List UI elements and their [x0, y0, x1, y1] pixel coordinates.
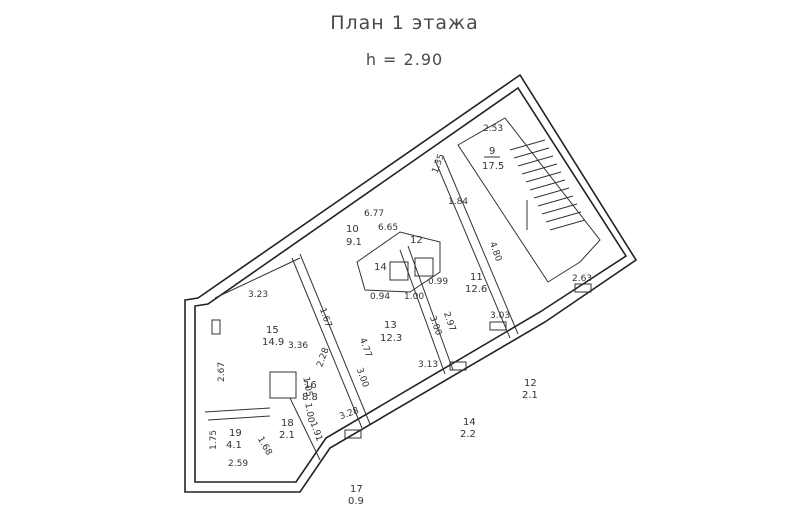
dim-label: 1.00 [404, 292, 424, 302]
partitions [204, 155, 519, 461]
outer-wall [184, 73, 638, 493]
staircase-block [457, 117, 601, 283]
dim-label: 3.00 [354, 367, 370, 390]
dim-label: 2.59 [228, 459, 248, 469]
fixture-box-3 [269, 371, 297, 399]
room-10-number: 10 [346, 224, 359, 235]
fixture-box-1 [389, 261, 409, 281]
windows [211, 283, 592, 439]
room-12a-number: 12 [410, 235, 423, 246]
room-17-area: 0.9 [348, 496, 364, 507]
dim-label: 2.53 [483, 124, 503, 134]
dim-label: 1.84 [448, 197, 468, 207]
dim-label: 4.77 [357, 337, 373, 359]
inner-wall [194, 86, 628, 483]
dim-label: 1.75 [209, 430, 219, 450]
room-labels: 9 17.5 10 9.1 11 12.6 12 12 2.1 13 12.3 … [226, 146, 538, 507]
room-13-area: 12.3 [380, 333, 402, 344]
dim-label: 4.80 [487, 241, 503, 264]
room-16-area: 8.8 [302, 392, 318, 403]
fixture-box-2 [414, 257, 434, 277]
dim-label: 2.97 [441, 311, 457, 333]
dim-label: 3.36 [288, 341, 308, 351]
dim-label: 3.03 [490, 311, 510, 321]
room-14-number: 14 [463, 417, 476, 428]
room-18-area: 2.1 [279, 430, 295, 441]
room-9-number: 9 [489, 146, 495, 157]
dimension-labels: 2.53 1.35 1.84 6.77 6.65 4.80 2.63 3.23 … [209, 124, 592, 469]
dim-label: 2.67 [217, 362, 227, 382]
dim-label: 2.63 [572, 274, 592, 284]
room-11-area: 12.6 [465, 284, 487, 295]
ceiling-height-label: h = 2.90 [365, 50, 444, 69]
staircase-steps [509, 139, 586, 231]
room-10-area: 9.1 [346, 237, 362, 248]
dim-label: 0.99 [428, 277, 448, 287]
plan-title: План 1 этажа [330, 12, 479, 34]
dim-label: 2.28 [315, 346, 331, 369]
room-12-area: 2.1 [522, 390, 538, 401]
room-18-number: 18 [281, 418, 294, 429]
utility-block [356, 231, 441, 293]
dim-label: 1.00 [302, 402, 315, 424]
room-9-area: 17.5 [482, 161, 504, 172]
room-14-area: 2.2 [460, 429, 476, 440]
room-16-number: 16 [304, 380, 317, 391]
dim-label: 1.05 [300, 376, 313, 397]
dim-label: 1.68 [255, 435, 274, 458]
dim-label: 6.77 [364, 209, 384, 219]
room-15-area: 14.9 [262, 337, 284, 348]
room-17-number: 17 [350, 484, 363, 495]
dim-label: 3.23 [248, 290, 268, 300]
dim-label: 6.65 [378, 223, 398, 233]
dim-label: 3.13 [418, 360, 438, 370]
room-13-number: 13 [384, 320, 397, 331]
dim-label: 1.35 [431, 153, 447, 175]
room-15-number: 15 [266, 325, 279, 336]
dim-label: 3.00 [427, 315, 443, 338]
room-14a-number: 14 [374, 262, 387, 273]
room-19-area: 4.1 [226, 440, 242, 451]
room-12-number: 12 [524, 378, 537, 389]
dim-label: 0.94 [370, 292, 390, 302]
room-19-number: 19 [229, 428, 242, 439]
room-11-number: 11 [470, 272, 483, 283]
